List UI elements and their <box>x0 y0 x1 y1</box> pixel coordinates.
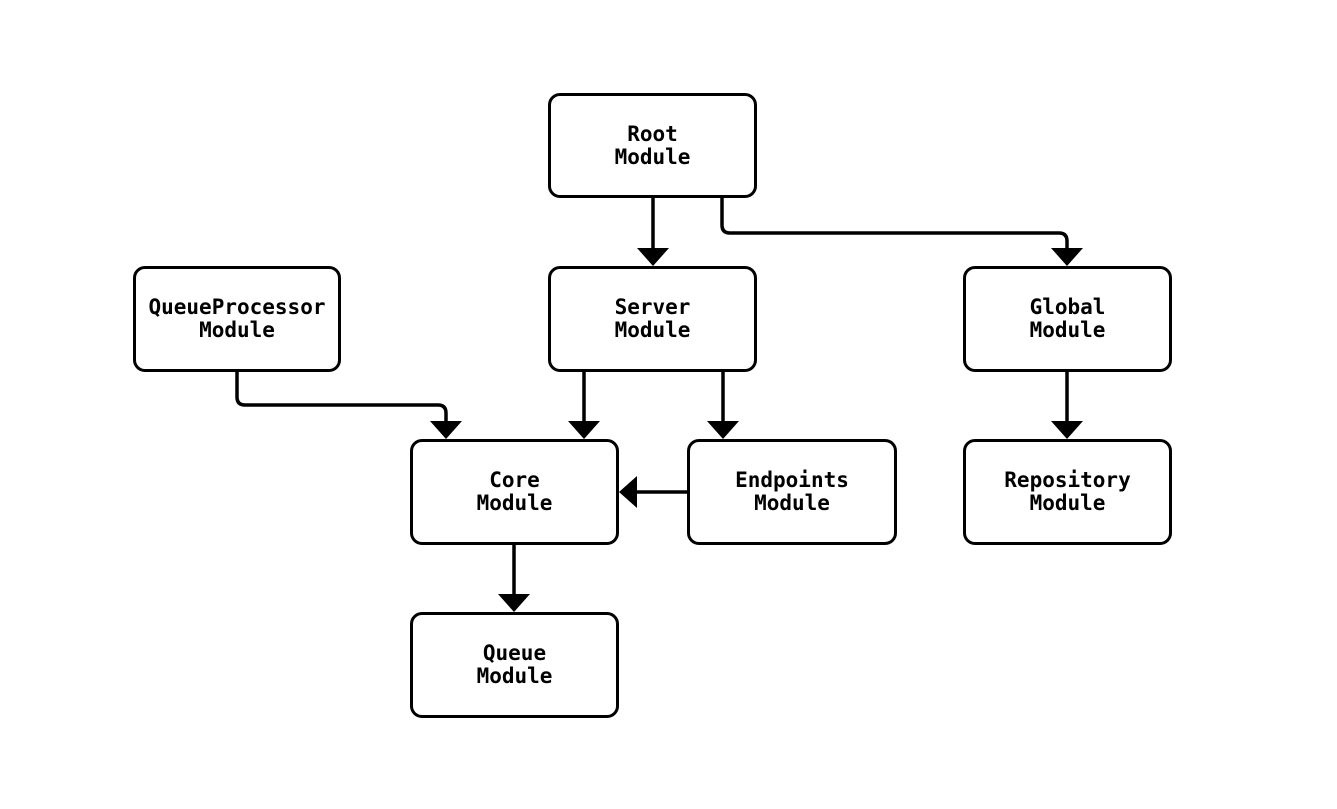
node-server-module: Server Module <box>548 266 757 372</box>
node-label: Queue Module <box>476 641 553 688</box>
node-label: Core Module <box>476 468 553 515</box>
node-root-module: Root Module <box>548 93 757 198</box>
node-repository-module: Repository Module <box>963 439 1172 545</box>
edge-global-to-repository <box>1051 371 1083 439</box>
edge-server-to-core <box>568 371 600 439</box>
node-queueprocessor-module: QueueProcessor Module <box>133 266 341 372</box>
node-label: Endpoints Module <box>735 468 849 515</box>
edge-server-to-endpoints <box>707 371 739 439</box>
node-endpoints-module: Endpoints Module <box>687 439 897 545</box>
node-label: Global Module <box>1029 295 1106 342</box>
node-queue-module: Queue Module <box>410 612 619 718</box>
edge-root-to-global <box>720 197 1083 266</box>
node-label: Repository Module <box>1004 468 1131 515</box>
edge-endpoints-to-core <box>619 476 688 508</box>
node-global-module: Global Module <box>963 266 1172 372</box>
node-label: QueueProcessor Module <box>148 295 326 342</box>
edge-core-to-queue <box>498 544 530 612</box>
edge-root-to-server <box>637 197 669 266</box>
edge-queueprocessor-to-core <box>235 371 462 439</box>
node-label: Root Module <box>614 121 691 169</box>
node-label: Server Module <box>614 295 691 342</box>
node-core-module: Core Module <box>410 439 619 545</box>
